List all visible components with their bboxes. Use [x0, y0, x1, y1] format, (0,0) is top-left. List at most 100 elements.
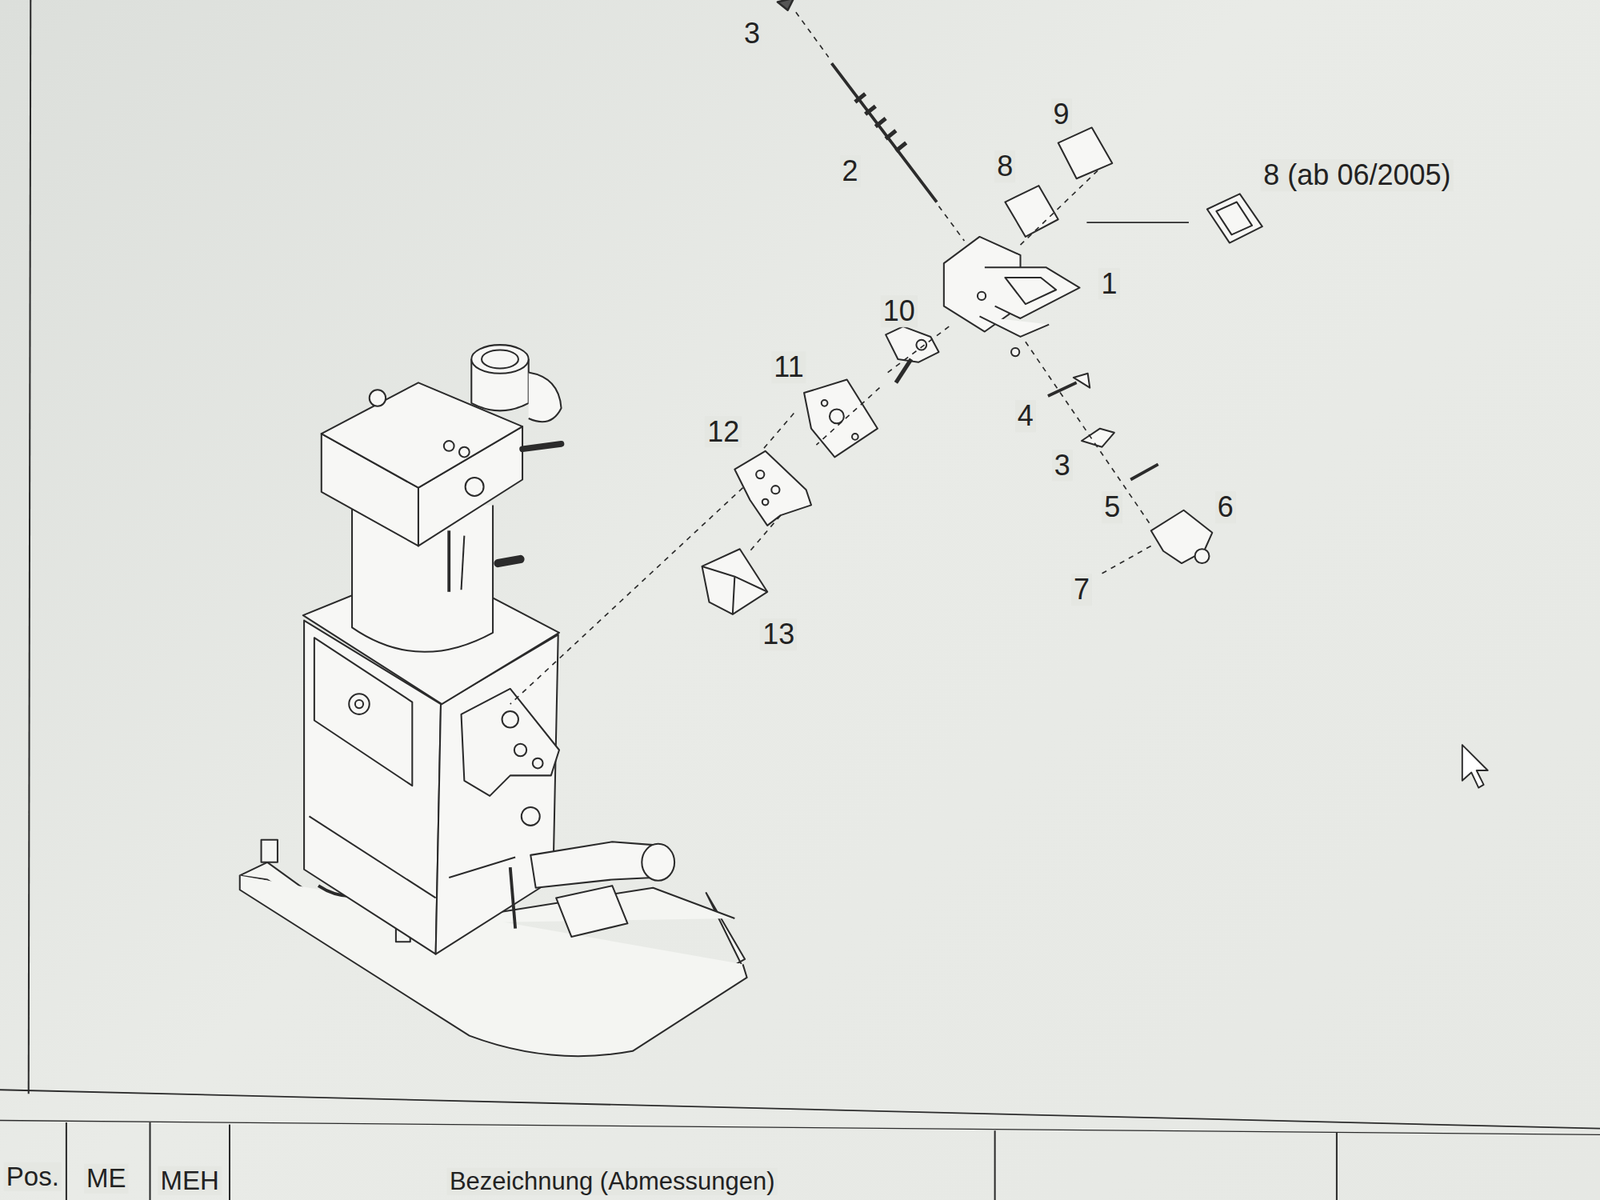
gasket-plates — [896, 359, 912, 383]
leader-lines — [1020, 168, 1100, 245]
gasket-plates — [1207, 193, 1263, 243]
gasket-plates — [1086, 221, 1189, 224]
boiler-cabinet — [355, 700, 364, 708]
small-parts — [1048, 382, 1077, 396]
leader-lines — [1025, 341, 1152, 526]
feed-housing — [977, 292, 986, 300]
gasket-plates — [804, 379, 878, 457]
gasket-plates — [1216, 202, 1252, 236]
feed-housing — [944, 236, 1080, 356]
callout-number: 3 — [1052, 449, 1073, 482]
auger — [832, 63, 937, 202]
callout-number: 10 — [880, 295, 918, 328]
boiler-top-box — [459, 447, 470, 458]
boiler-cabinet — [314, 637, 412, 786]
feed-housing — [1011, 348, 1020, 356]
callout-number: 4 — [1015, 400, 1036, 433]
gasket-plates — [852, 433, 859, 440]
gasket-plates — [771, 485, 780, 494]
flue-pipe — [471, 344, 561, 422]
boiler-cylinder — [461, 536, 465, 591]
gasket-plates — [702, 548, 768, 615]
gasket-plates — [702, 127, 1263, 614]
mouse-cursor — [1462, 744, 1488, 788]
callout-number: 7 — [1071, 573, 1092, 606]
callout-number: 6 — [1215, 491, 1236, 524]
gasket-plates — [1058, 127, 1113, 179]
leader-lines — [510, 488, 744, 704]
drive-motor — [530, 841, 653, 888]
boiler-top-box — [369, 389, 386, 406]
feed-housing — [979, 316, 1049, 337]
auger — [777, 0, 794, 11]
callout-number: 11 — [771, 351, 806, 384]
small-parts — [1048, 373, 1212, 564]
gasket-plates — [821, 400, 828, 407]
feed-housing — [1004, 277, 1056, 304]
gasket-plates — [762, 499, 769, 506]
callout-number: 1 — [1098, 268, 1120, 300]
boiler-top-box — [465, 477, 484, 496]
boiler-top-box — [522, 444, 561, 449]
flue-pipe — [471, 344, 528, 374]
leader-lines — [1102, 545, 1152, 573]
callout-number: 9 — [1051, 98, 1072, 131]
table-header: Bezeichnung (Abmessungen) — [447, 1168, 778, 1196]
mouse-cursor — [1462, 744, 1488, 788]
gasket-plates — [1004, 185, 1058, 237]
screen-frame — [1336, 1132, 1338, 1200]
boiler-cabinet — [461, 688, 560, 796]
auger — [777, 0, 937, 203]
screen-frame — [28, 0, 32, 1094]
drive-motor — [556, 885, 628, 937]
drive-motor — [448, 856, 516, 878]
small-parts — [1195, 548, 1210, 564]
screen-frame — [994, 1130, 996, 1200]
gasket-plates — [756, 470, 764, 479]
flue-pipe — [528, 372, 562, 423]
feed-housing — [984, 267, 1080, 319]
leader-lines — [888, 326, 950, 372]
leader-lines — [796, 12, 829, 57]
gasket-plates — [829, 408, 844, 424]
boiler-top-box — [444, 440, 455, 452]
boiler-base-tray — [261, 840, 278, 863]
boiler-cabinet — [502, 711, 519, 728]
table-header: MEH — [158, 1166, 222, 1196]
drive-motor — [521, 807, 540, 826]
callout-number: 12 — [704, 416, 742, 448]
boiler-top-box — [497, 559, 520, 564]
drive-motor — [641, 844, 675, 881]
drive-motor — [510, 867, 516, 929]
auger — [855, 93, 907, 151]
callout-number: 8 — [994, 150, 1016, 183]
boiler-cabinet — [532, 758, 544, 769]
flue-pipe — [481, 350, 519, 369]
leader-lines — [763, 413, 794, 450]
boiler-top-box — [321, 382, 562, 564]
gasket-plates — [885, 326, 939, 363]
leader-lines — [816, 388, 880, 445]
screen-frame — [0, 1120, 1600, 1136]
screen-frame — [148, 1122, 151, 1200]
small-parts — [1073, 373, 1090, 388]
gasket-plates — [734, 451, 812, 526]
callout-number: 8 (ab 06/2005) — [1260, 160, 1453, 192]
gasket-plates — [702, 566, 768, 615]
boiler-cabinet — [348, 693, 370, 715]
screen-frame — [228, 1124, 231, 1200]
boiler-cabinet — [308, 816, 436, 898]
drive-motor — [448, 807, 675, 937]
table-header: ME — [84, 1164, 129, 1193]
boiler-cabinet — [514, 744, 527, 756]
leader-lines — [510, 12, 1152, 704]
small-parts — [1130, 464, 1158, 480]
small-parts — [1151, 510, 1213, 564]
screen-frame — [65, 1122, 68, 1200]
callout-number: 5 — [1101, 491, 1123, 524]
gasket-plates — [916, 340, 927, 351]
table-header: Pos. — [4, 1162, 62, 1192]
boiler-cylinder — [447, 530, 451, 592]
